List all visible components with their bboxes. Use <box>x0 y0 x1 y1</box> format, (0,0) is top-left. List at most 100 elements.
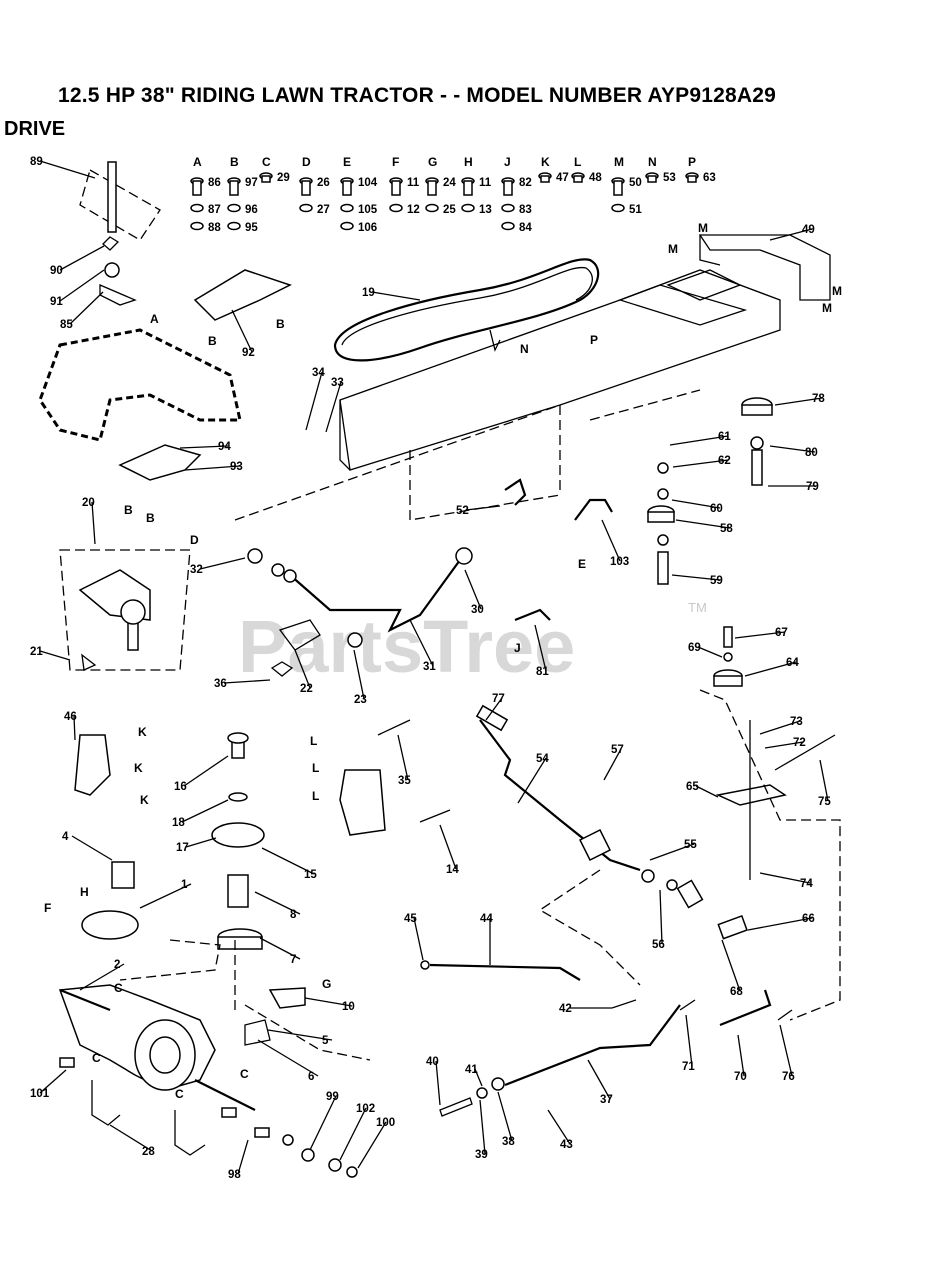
ref-letter-c: C <box>175 1087 184 1101</box>
hardware-column-h: H <box>464 155 473 169</box>
ref-letter-f: F <box>44 901 51 915</box>
leader-line <box>185 837 217 848</box>
leader-line <box>69 291 104 325</box>
leader-line <box>435 1060 441 1106</box>
ref-letter-k: K <box>134 761 143 775</box>
bracket-46a <box>74 734 111 796</box>
hardware-part-label: 48 <box>589 172 602 184</box>
callout-46: 46 <box>64 711 77 723</box>
callout-33: 33 <box>331 377 344 389</box>
leader-line <box>697 646 723 658</box>
hardware-column-l: L <box>574 155 581 169</box>
leader-line <box>261 847 315 875</box>
callout-5: 5 <box>322 1035 329 1047</box>
leader-line <box>231 309 253 353</box>
leader-line <box>675 519 731 529</box>
callout-19: 19 <box>362 287 375 299</box>
leader-line <box>184 465 241 471</box>
leader-line <box>254 891 301 915</box>
callout-64: 64 <box>786 657 799 669</box>
hardware-part-label: 88 <box>208 222 221 234</box>
ref-letter-n: N <box>520 342 529 356</box>
callout-28: 28 <box>142 1146 155 1158</box>
leader-line <box>587 1059 611 1100</box>
hardware-part-label: 13 <box>479 204 492 216</box>
callout-20: 20 <box>82 497 95 509</box>
callout-54: 54 <box>536 753 549 765</box>
leader-line <box>695 785 719 798</box>
leader-line <box>199 557 246 570</box>
hardware-column-g: G <box>428 155 437 169</box>
leader-line <box>601 519 621 562</box>
leader-line <box>659 889 663 945</box>
callout-21: 21 <box>30 646 43 658</box>
hardware-part-label: 11 <box>479 177 492 189</box>
leader-line <box>39 160 96 179</box>
hardware-part-label: 96 <box>245 204 258 216</box>
leader-line <box>464 569 482 610</box>
leader-line <box>685 1014 693 1067</box>
callout-101: 101 <box>30 1088 50 1100</box>
callout-102: 102 <box>356 1103 375 1115</box>
callout-8: 8 <box>290 909 297 921</box>
leader-line <box>267 1029 333 1041</box>
leader-line <box>59 269 105 302</box>
callout-70: 70 <box>734 1071 747 1083</box>
callout-2: 2 <box>114 959 120 971</box>
hardware-column-m: M <box>614 155 624 169</box>
drive-belt <box>333 258 600 362</box>
hardware-legend: A868788B979695C29D2627E104105106F1112G24… <box>190 155 716 234</box>
leader-line <box>91 501 96 545</box>
ref-letter-b: B <box>208 334 217 348</box>
leader-line <box>139 883 192 909</box>
leader-line <box>819 759 829 802</box>
leader-line <box>357 1121 387 1169</box>
callout-58: 58 <box>720 523 733 535</box>
leader-line <box>181 799 229 823</box>
callout-22: 22 <box>300 683 313 695</box>
leader-line <box>371 291 421 301</box>
leader-line <box>485 697 503 721</box>
leader-line <box>479 1099 486 1155</box>
frame <box>339 234 831 521</box>
hardware-column-c: C <box>262 155 271 169</box>
hardware-part-label: 11 <box>407 177 420 189</box>
callout-69: 69 <box>688 642 701 654</box>
hardware-part-label: 63 <box>703 172 716 184</box>
ref-letter-c: C <box>92 1051 101 1065</box>
callout-77: 77 <box>492 693 505 705</box>
callout-76: 76 <box>782 1071 795 1083</box>
callout-68: 68 <box>730 986 743 998</box>
callout-80: 80 <box>805 447 818 459</box>
callout-42: 42 <box>559 1003 572 1015</box>
hardware-column-n: N <box>648 155 657 169</box>
idler-arm <box>715 784 787 806</box>
leader-line <box>59 245 105 271</box>
leader-line <box>779 1024 793 1077</box>
ref-letter-m: M <box>698 221 708 235</box>
callout-43: 43 <box>560 1139 573 1151</box>
hardware-column-e: E <box>343 155 351 169</box>
ref-letter-c: C <box>114 981 123 995</box>
hardware-part-label: 29 <box>277 172 290 184</box>
callout-78: 78 <box>812 393 825 405</box>
leader-line <box>669 435 729 446</box>
hardware-part-label: 25 <box>443 204 456 216</box>
leader-line <box>39 1069 67 1094</box>
callout-72: 72 <box>793 737 806 749</box>
callout-30: 30 <box>471 604 484 616</box>
ref-letter-b: B <box>124 503 133 517</box>
callout-36: 36 <box>214 678 227 690</box>
section-title: DRIVE <box>4 118 66 140</box>
callout-52: 52 <box>456 505 469 517</box>
callout-79: 79 <box>806 481 819 493</box>
ref-letter-p: P <box>590 333 598 347</box>
callout-57: 57 <box>611 744 624 756</box>
callout-91: 91 <box>50 296 63 308</box>
leader-line <box>744 661 797 677</box>
leader-line <box>497 1091 513 1142</box>
callout-31: 31 <box>423 661 436 673</box>
callout-4: 4 <box>62 831 69 843</box>
callout-98: 98 <box>228 1169 241 1181</box>
hardware-part-label: 50 <box>629 177 642 189</box>
